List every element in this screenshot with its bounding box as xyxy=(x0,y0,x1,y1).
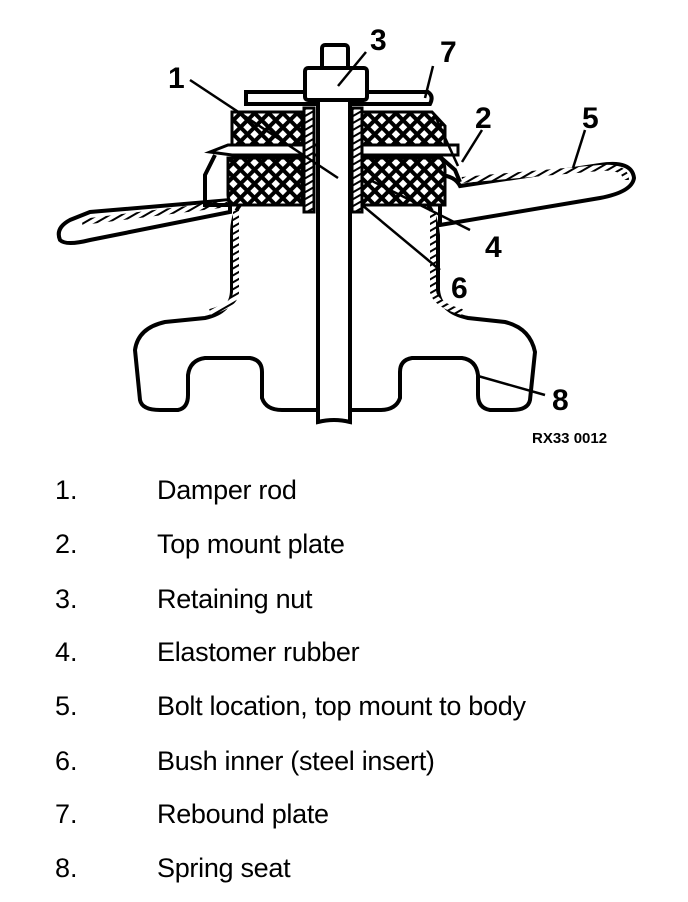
legend-number: 1. xyxy=(55,475,78,505)
legend-label: Elastomer rubber xyxy=(157,637,360,667)
legend-number: 7. xyxy=(55,799,78,829)
legend-label: Retaining nut xyxy=(157,584,313,614)
legend-label: Bush inner (steel insert) xyxy=(157,746,435,776)
callout-3: 3 xyxy=(370,24,387,57)
legend-number: 2. xyxy=(55,529,78,559)
legend-label: Bolt location, top mount to body xyxy=(157,691,526,721)
callout-6: 6 xyxy=(451,272,468,305)
legend-label: Top mount plate xyxy=(157,529,345,559)
top-mount-diagram: 1 2 3 4 5 6 7 8 RX33 0012 xyxy=(56,24,637,447)
legend-number: 3. xyxy=(55,584,78,614)
callout-4: 4 xyxy=(485,231,502,264)
legend-number: 6. xyxy=(55,746,78,776)
callout-8: 8 xyxy=(552,384,569,417)
legend-number: 8. xyxy=(55,853,78,883)
damper-rod xyxy=(316,100,352,425)
retaining-nut xyxy=(303,43,369,102)
leader-lines xyxy=(189,51,587,397)
legend-label: Rebound plate xyxy=(157,799,329,829)
legend-label: Spring seat xyxy=(157,853,291,883)
callout-5: 5 xyxy=(582,102,599,135)
legend-number: 4. xyxy=(55,637,78,667)
callout-7: 7 xyxy=(440,36,457,69)
legend-number: 5. xyxy=(55,691,78,721)
callout-1: 1 xyxy=(168,62,185,95)
legend-label: Damper rod xyxy=(157,475,297,505)
spring-seat xyxy=(132,203,538,412)
reference-code: RX33 0012 xyxy=(532,430,607,447)
callout-2: 2 xyxy=(475,102,492,135)
elastomer-rubber xyxy=(226,110,447,207)
